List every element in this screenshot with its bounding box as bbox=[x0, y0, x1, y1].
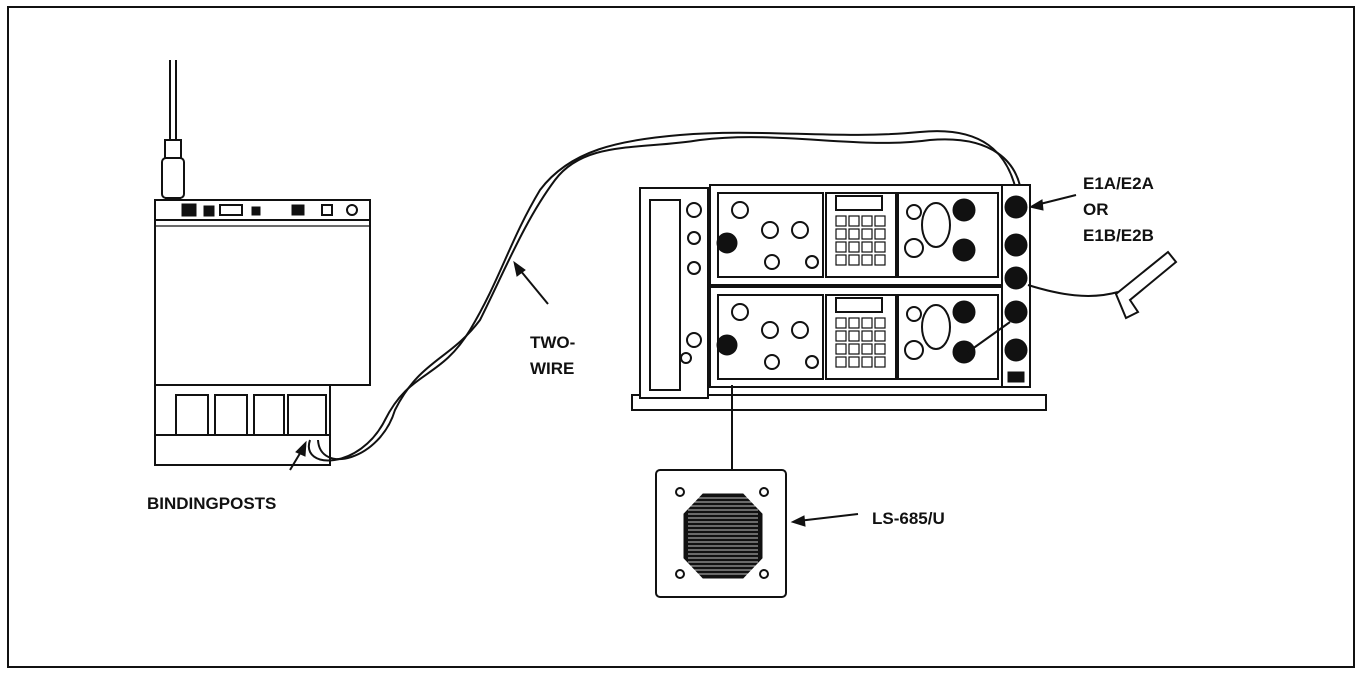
keypad-key bbox=[861, 356, 873, 368]
keypad-key bbox=[874, 343, 886, 355]
keypad-key bbox=[848, 356, 860, 368]
connector-arrow bbox=[1028, 194, 1077, 211]
keypad-key bbox=[861, 317, 873, 329]
keypad-key bbox=[835, 254, 847, 266]
loudspeaker-icon bbox=[655, 385, 787, 598]
keypad-key bbox=[835, 241, 847, 253]
keypad-key bbox=[874, 228, 886, 240]
keypad-key bbox=[835, 317, 847, 329]
keypad-key bbox=[835, 343, 847, 355]
keypad-key bbox=[848, 317, 860, 329]
keypad-key bbox=[874, 330, 886, 342]
keypad-key bbox=[848, 228, 860, 240]
dual-radio-rack-icon bbox=[631, 184, 1047, 411]
binding-posts-label: BINDINGPOSTS bbox=[147, 494, 276, 513]
keypad-key bbox=[861, 228, 873, 240]
keypad-key bbox=[874, 254, 886, 266]
keypad-key bbox=[848, 254, 860, 266]
keypad-key bbox=[835, 330, 847, 342]
keypad-key bbox=[848, 330, 860, 342]
speaker-label: LS-685/U bbox=[872, 509, 945, 528]
connector-label-line1: E1A/E2A bbox=[1083, 174, 1154, 193]
keypad-key bbox=[848, 215, 860, 227]
keypad-key bbox=[861, 343, 873, 355]
keypad-key bbox=[861, 241, 873, 253]
keypad-key bbox=[835, 215, 847, 227]
keypad-lower bbox=[835, 317, 886, 368]
keypad-key bbox=[874, 215, 886, 227]
connector-label-line3: E1B/E2B bbox=[1083, 226, 1154, 245]
manpack-radio-icon bbox=[154, 60, 371, 466]
diagram-frame bbox=[7, 6, 1355, 668]
keypad-key bbox=[874, 317, 886, 329]
keypad-key bbox=[861, 254, 873, 266]
two-wire-cable bbox=[307, 130, 1023, 462]
two-wire-label-line1: TWO- bbox=[530, 333, 575, 352]
keypad-key bbox=[835, 356, 847, 368]
keypad-key bbox=[848, 343, 860, 355]
keypad-key bbox=[861, 215, 873, 227]
keypad-key bbox=[848, 241, 860, 253]
binding-posts-arrow bbox=[289, 440, 307, 471]
two-wire-label-line2: WIRE bbox=[530, 359, 574, 378]
keypad-upper bbox=[835, 215, 886, 266]
keypad-key bbox=[861, 330, 873, 342]
two-wire-arrow bbox=[513, 260, 549, 305]
connector-label-line2: OR bbox=[1083, 200, 1109, 219]
speaker-arrow bbox=[790, 513, 859, 527]
handset-icon bbox=[1027, 250, 1178, 320]
keypad-key bbox=[874, 356, 886, 368]
keypad-key bbox=[835, 228, 847, 240]
keypad-key bbox=[874, 241, 886, 253]
